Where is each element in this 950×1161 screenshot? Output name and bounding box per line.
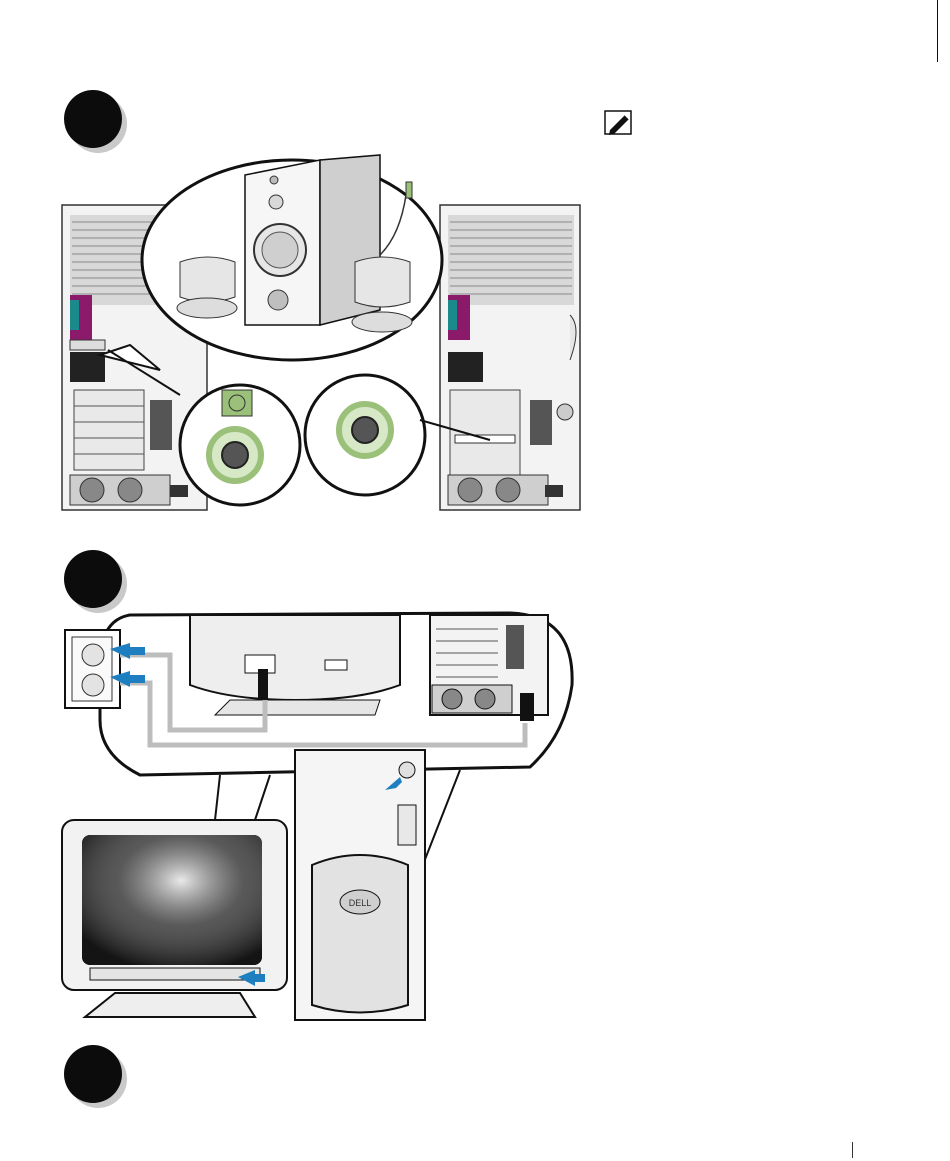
tower-front: DELL (295, 750, 425, 1020)
page-edge-rule (937, 0, 938, 62)
wall-outlet (65, 630, 120, 708)
step-2-badge (64, 550, 122, 608)
step-3-badge (64, 1045, 122, 1103)
power-connection-illustration: DELL (60, 605, 585, 1025)
speaker-connection-illustration (60, 150, 585, 518)
monitor-front (62, 820, 287, 1017)
right-tower-back (440, 205, 580, 510)
note-pencil-icon (604, 110, 634, 136)
page-number-rule (852, 1142, 853, 1158)
tower-back-detail (430, 615, 548, 721)
dell-logo: DELL (349, 898, 372, 908)
step-1-badge (64, 90, 122, 148)
